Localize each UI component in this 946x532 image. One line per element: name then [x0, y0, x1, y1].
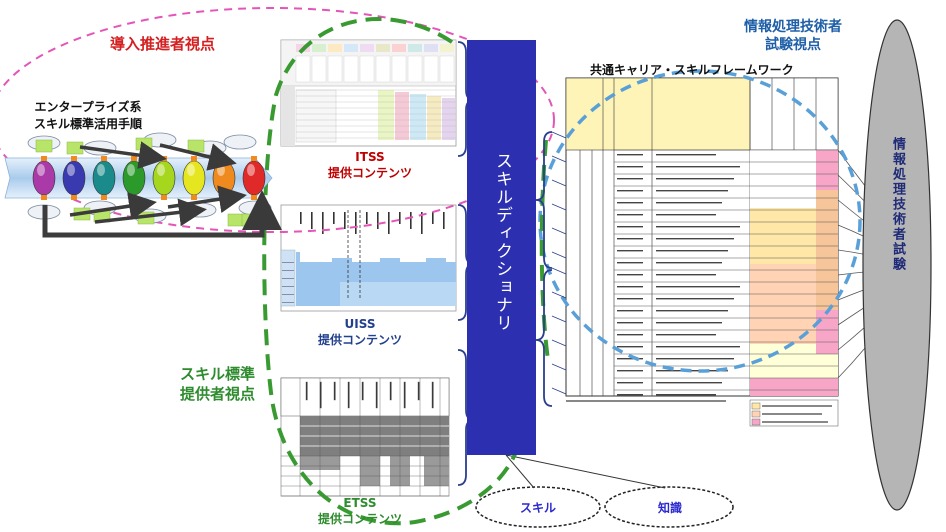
introducer-view-ellipse [0, 7, 555, 233]
skill-oval [475, 486, 601, 528]
provider-line-1: スキル標準 [180, 365, 256, 383]
knowledge-oval [604, 486, 734, 528]
skill-label: スキル [519, 501, 556, 515]
provider-view-arc [262, 17, 522, 526]
engineer-line-2: 試験視点 [765, 37, 821, 53]
itss-content: 提供コンテンツ [327, 166, 412, 180]
enterprise-line-2: スキル標準活用手順 [33, 117, 142, 131]
framework-table [565, 77, 839, 427]
knowledge-label: 知識 [657, 501, 682, 515]
itss-document [280, 39, 457, 147]
uiss-name: UISS [344, 317, 376, 331]
provider-line-2: 提供者視点 [180, 385, 256, 403]
skill-dictionary-label: スキルディクショナリ [492, 152, 512, 332]
etss-document [280, 377, 450, 497]
dict-skill-connector [505, 454, 535, 489]
introducer-view-label: 導入推進者視点 [110, 35, 216, 53]
engineer-line-1: 情報処理技術者 [744, 19, 842, 35]
enterprise-line-1: エンタープライズ系 [34, 100, 142, 114]
dict-knowledge-connector [505, 454, 666, 489]
uiss-document [280, 204, 457, 312]
etss-caption: ETSS 提供コンテンツ [305, 495, 415, 527]
itss-name: ITSS [355, 150, 385, 164]
skill-dictionary-box [467, 40, 536, 455]
dictionary-fan-lines [551, 131, 567, 395]
uiss-caption: UISS 提供コンテンツ [305, 316, 415, 348]
engineer-view-label: 情報処理技術者 試験視点 [728, 18, 858, 54]
etss-content: 提供コンテンツ [317, 512, 402, 526]
exam-label: 情報処理技術者試験 [890, 137, 905, 272]
enterprise-process-flow [4, 132, 282, 238]
etss-name: ETSS [343, 496, 377, 510]
uiss-content: 提供コンテンツ [317, 333, 402, 347]
framework-title: 共通キャリア・スキルフレームワーク [590, 63, 794, 77]
itss-caption: ITSS 提供コンテンツ [315, 149, 425, 181]
provider-view-label: スキル標準 提供者視点 [180, 364, 255, 404]
enterprise-procedure-label: エンタープライズ系 スキル標準活用手順 [18, 99, 158, 133]
exam-oval [862, 19, 932, 511]
